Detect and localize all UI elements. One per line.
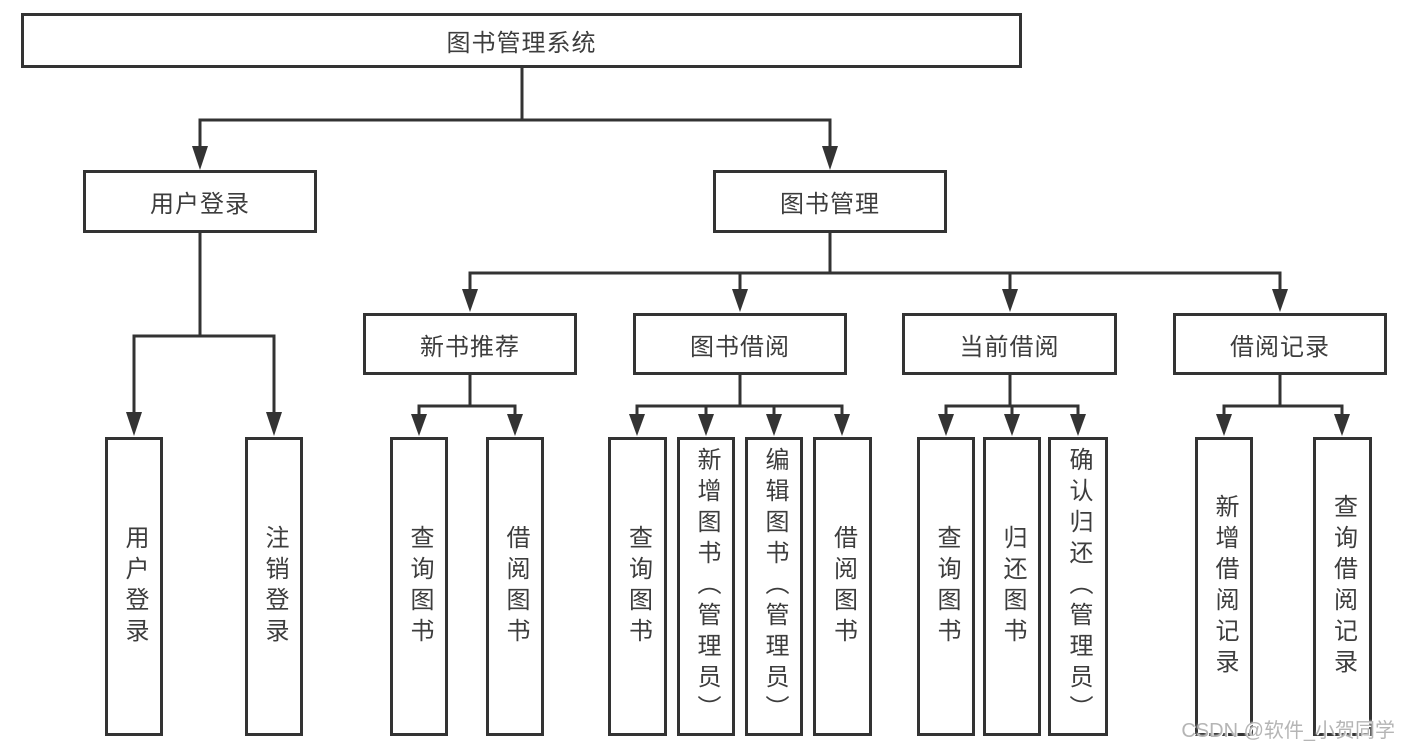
leaf-confirm-return-admin: 确认归还（管理员）	[1048, 437, 1108, 736]
node-user-login-label: 用户登录	[150, 191, 250, 218]
leaf-user-login: 用户登录	[105, 437, 163, 736]
node-current-borrow: 当前借阅	[902, 313, 1117, 375]
edge-root-to-level2	[192, 68, 838, 170]
leaf-query-borrow-record: 查询借阅记录	[1313, 437, 1372, 736]
leaf-recommend-query-books: 查询图书	[390, 437, 448, 736]
leaf-add-books-admin-label: 新增图书（管理员）	[693, 447, 720, 726]
edge-current-borrow-to-leaves	[938, 375, 1086, 436]
node-library-system-label: 图书管理系统	[446, 30, 597, 57]
node-library-system: 图书管理系统	[21, 13, 1022, 68]
node-borrow-records: 借阅记录	[1173, 313, 1387, 375]
edge-new-book-recommend-to-leaves	[411, 375, 523, 436]
leaf-logout-label: 注销登录	[261, 524, 288, 649]
leaf-edit-books-admin: 编辑图书（管理员）	[745, 437, 803, 736]
leaf-add-borrow-record-label: 新增借阅记录	[1211, 493, 1238, 680]
leaf-query-borrow-record-label: 查询借阅记录	[1329, 493, 1357, 680]
node-new-book-recommend-label: 新书推荐	[420, 333, 520, 361]
leaf-user-login-label: 用户登录	[121, 524, 148, 649]
node-user-login: 用户登录	[83, 170, 317, 233]
edge-book-management-to-level3	[462, 233, 1288, 312]
leaf-borrow-query-books: 查询图书	[608, 437, 667, 736]
leaf-confirm-return-admin-label: 确认归还（管理员）	[1065, 447, 1092, 726]
node-book-borrow: 图书借阅	[633, 313, 847, 375]
edge-borrow-records-to-leaves	[1216, 375, 1350, 436]
leaf-logout: 注销登录	[245, 437, 303, 736]
node-book-borrow-label: 图书借阅	[690, 333, 790, 361]
node-current-borrow-label: 当前借阅	[959, 333, 1060, 361]
leaf-add-books-admin: 新增图书（管理员）	[677, 437, 735, 736]
edge-book-borrow-to-leaves	[629, 375, 850, 436]
node-book-management: 图书管理	[713, 170, 947, 233]
leaf-recommend-query-books-label: 查询图书	[406, 524, 433, 649]
leaf-current-query-books: 查询图书	[917, 437, 975, 736]
node-new-book-recommend: 新书推荐	[363, 313, 577, 375]
leaf-add-borrow-record: 新增借阅记录	[1195, 437, 1253, 736]
leaf-borrow-query-books-label: 查询图书	[624, 524, 652, 649]
edge-user-login-to-leaves	[126, 233, 282, 436]
leaf-edit-books-admin-label: 编辑图书（管理员）	[761, 447, 788, 726]
leaf-recommend-borrow-books-label: 借阅图书	[502, 524, 529, 649]
node-borrow-records-label: 借阅记录	[1230, 333, 1330, 361]
leaf-return-books-label: 归还图书	[999, 524, 1026, 649]
leaf-current-query-books-label: 查询图书	[933, 524, 960, 649]
leaf-return-books: 归还图书	[983, 437, 1041, 736]
leaf-borrow-books-label: 借阅图书	[829, 524, 857, 649]
node-book-management-label: 图书管理	[780, 191, 880, 218]
leaf-borrow-books: 借阅图书	[813, 437, 872, 736]
leaf-recommend-borrow-books: 借阅图书	[486, 437, 544, 736]
csdn-watermark: CSDN @软件_小贺同学	[1181, 720, 1395, 742]
